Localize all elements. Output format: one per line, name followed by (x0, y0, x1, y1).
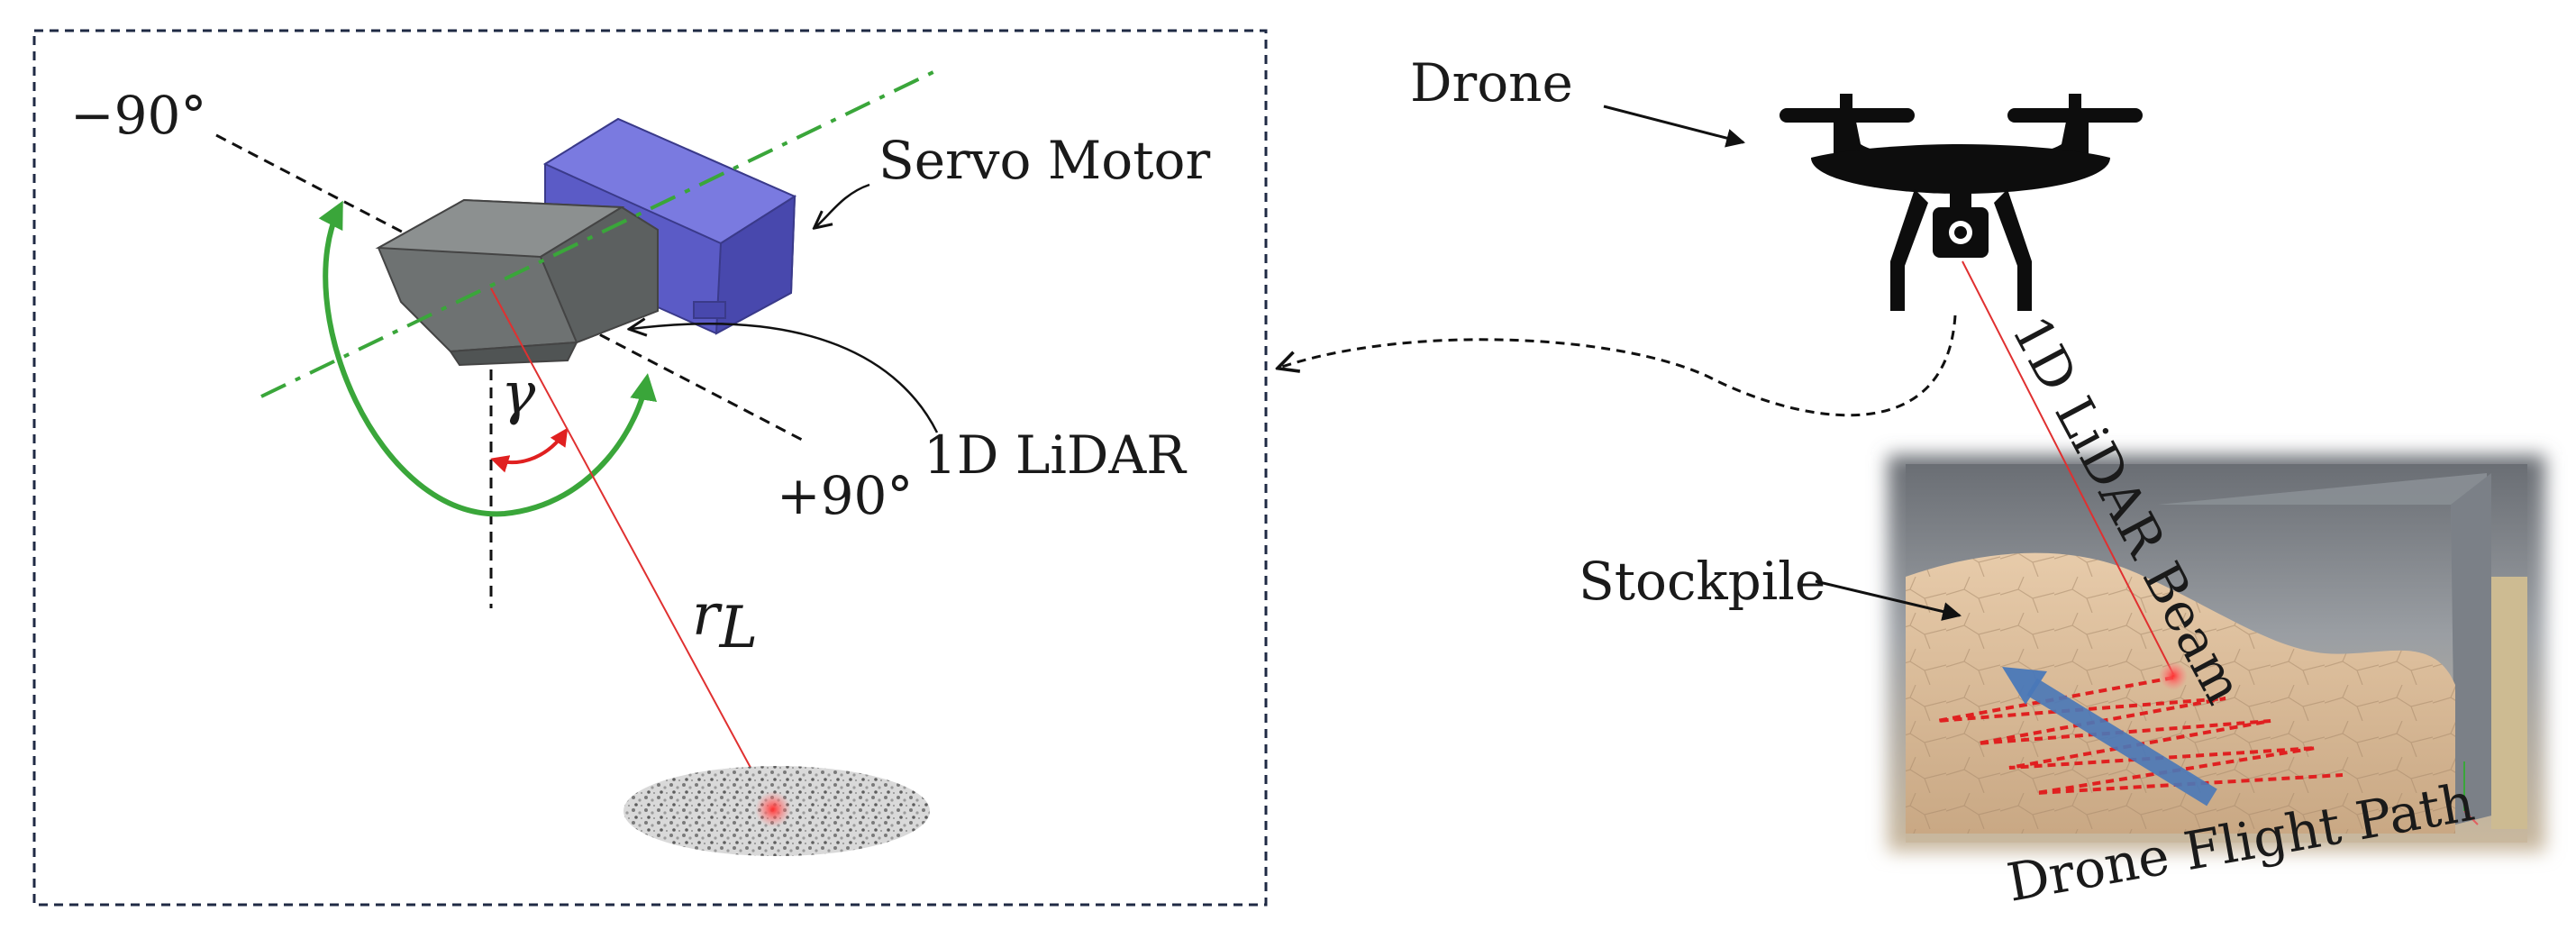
detail-panel-border (32, 29, 1268, 907)
laser-spot (755, 791, 791, 827)
gamma-label: γ (501, 360, 536, 427)
scene-laser-spot (2159, 661, 2188, 690)
stockpile-label: Stockpile (1579, 551, 1825, 612)
lidar-label: 1D LiDAR (924, 424, 1188, 486)
flight-path-pattern (1936, 676, 2344, 795)
lidar-pointer (631, 324, 939, 433)
servo-motor-label: Servo Motor (878, 130, 1210, 191)
stockpile-scene (1888, 455, 2545, 852)
drone-label: Drone (1410, 52, 1573, 114)
flight-direction-arrow (2002, 667, 2217, 807)
drone-pointer (1603, 105, 1746, 148)
stockpile-pointer (1815, 579, 1962, 621)
plus-90-label: +90° (777, 465, 913, 526)
servo-motor-pointer (815, 183, 870, 227)
detail-connector (1279, 314, 1957, 417)
minus-90-label: −90° (70, 85, 206, 146)
sweep-rotation-arrow (318, 200, 658, 517)
gamma-angle-arrow (490, 427, 569, 473)
laser-beam-scene (1962, 260, 2174, 675)
range-label: rL (692, 582, 758, 661)
laser-beam-detail (490, 287, 774, 810)
quadcopter-silhouette-icon (1780, 94, 2143, 311)
